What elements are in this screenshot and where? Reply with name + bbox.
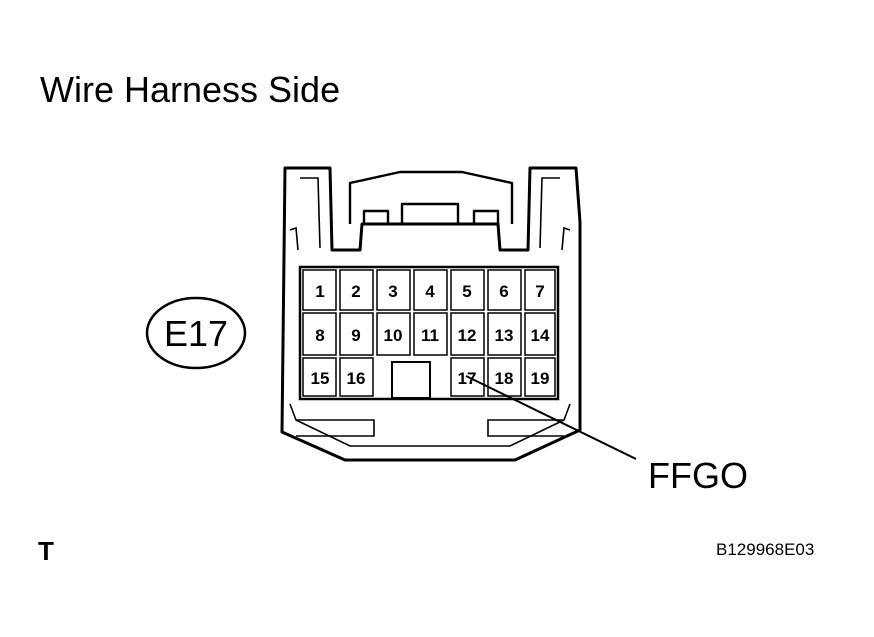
connector-id-badge (145, 296, 247, 370)
pin-8-label: 8 (315, 326, 324, 345)
pin-9-label: 9 (351, 326, 360, 345)
top-latch (348, 170, 514, 226)
connector-housing (280, 166, 582, 462)
diagram-title: Wire Harness Side (40, 69, 341, 110)
pin-16-label: 16 (347, 369, 366, 388)
pin-2-label: 2 (351, 282, 360, 301)
corner-label: T (38, 536, 54, 566)
housing-details (289, 177, 571, 447)
pin-13-label: 13 (495, 326, 514, 345)
pin-3-label: 3 (388, 282, 397, 301)
callout-leader-line (465, 375, 637, 460)
pin-19-label: 19 (531, 369, 550, 388)
pin-4-label: 4 (425, 282, 435, 301)
callout-label: FFGO (648, 455, 748, 496)
pin-15-label: 15 (311, 369, 330, 388)
pin-5-label: 5 (462, 282, 471, 301)
pin-7-label: 7 (535, 282, 544, 301)
pin-10-label: 10 (384, 326, 403, 345)
pin-6-label: 6 (499, 282, 508, 301)
pin-12-label: 12 (458, 326, 477, 345)
figure-code: B129968E03 (716, 540, 815, 559)
connector-id-label: E17 (164, 313, 228, 354)
pin-17-label: 17 (458, 369, 477, 388)
pin-14-label: 14 (531, 326, 550, 345)
pin-labels: 1 2 3 4 5 6 7 8 9 10 11 12 13 14 15 16 1… (311, 282, 550, 388)
pin-cavities (302, 269, 556, 399)
pin-11-label: 11 (421, 326, 439, 345)
pin-1-label: 1 (315, 282, 324, 301)
pin-18-label: 18 (495, 369, 514, 388)
